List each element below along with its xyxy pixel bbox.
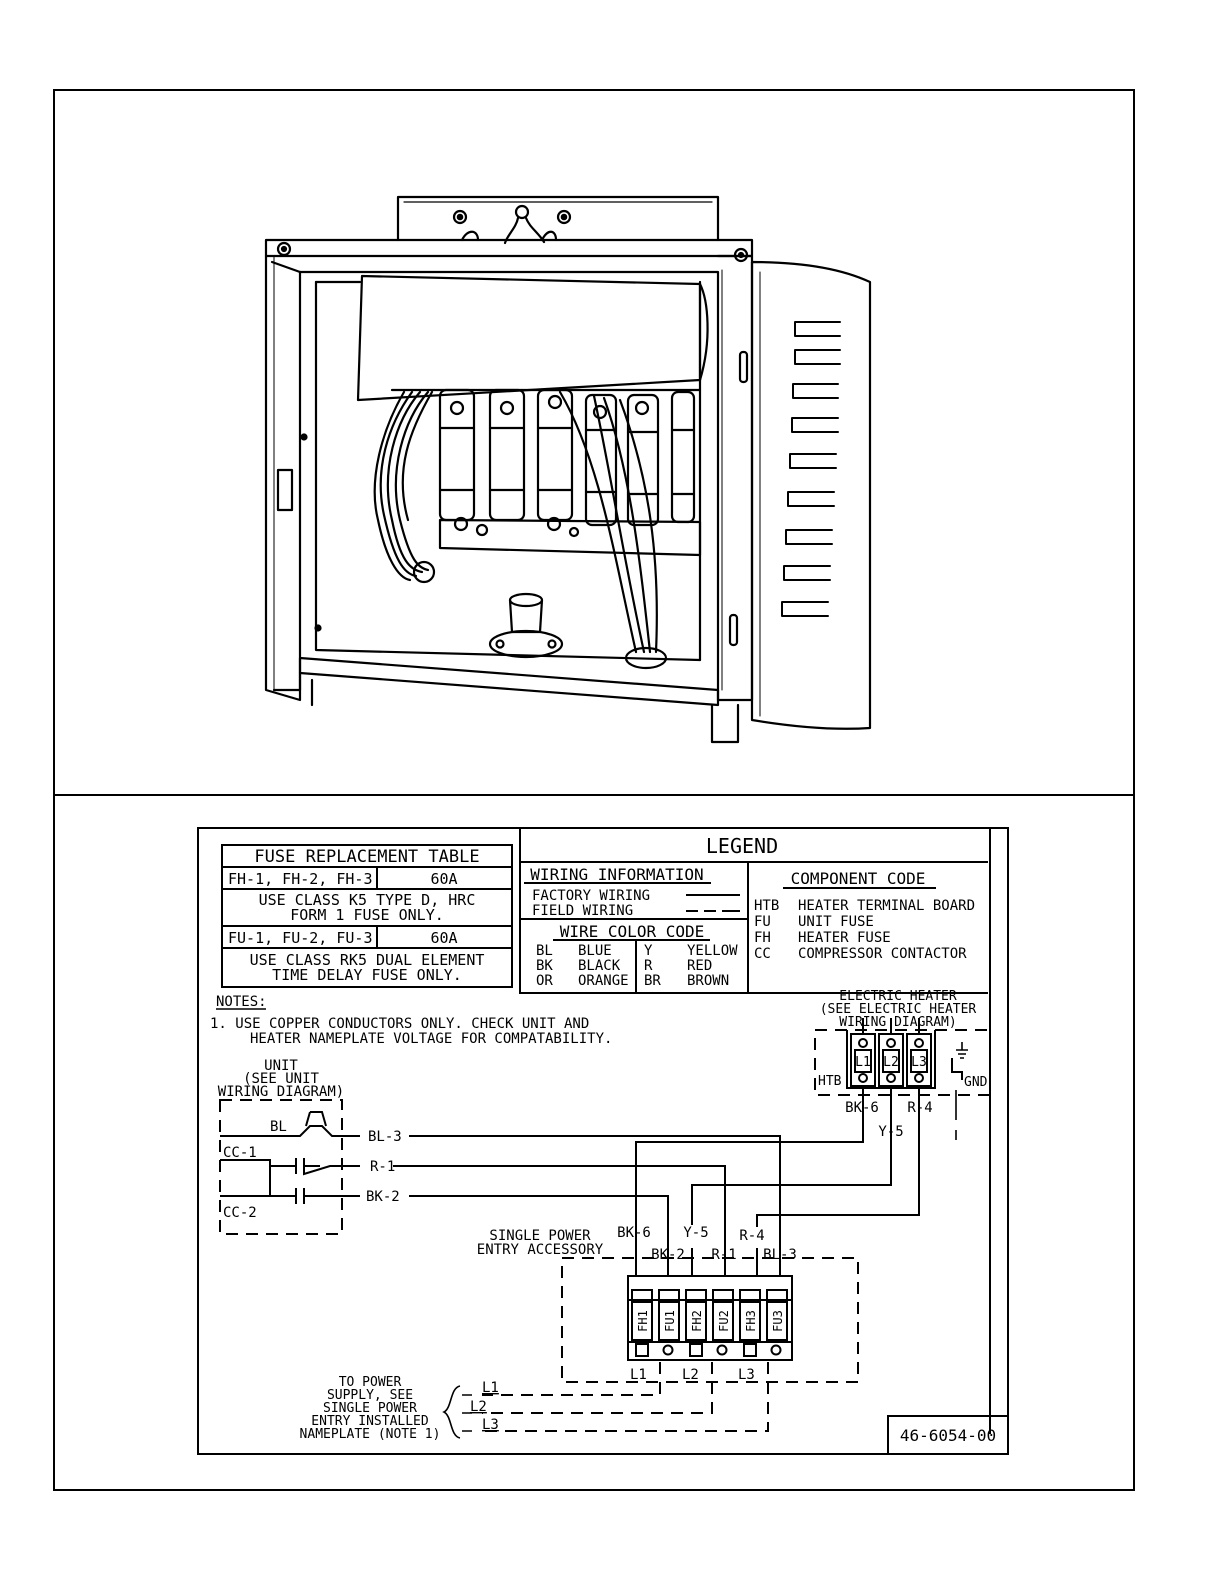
frame-divider: [53, 794, 1135, 796]
page-frame: [53, 89, 1135, 1491]
fuse-box-illustration: [264, 195, 872, 744]
